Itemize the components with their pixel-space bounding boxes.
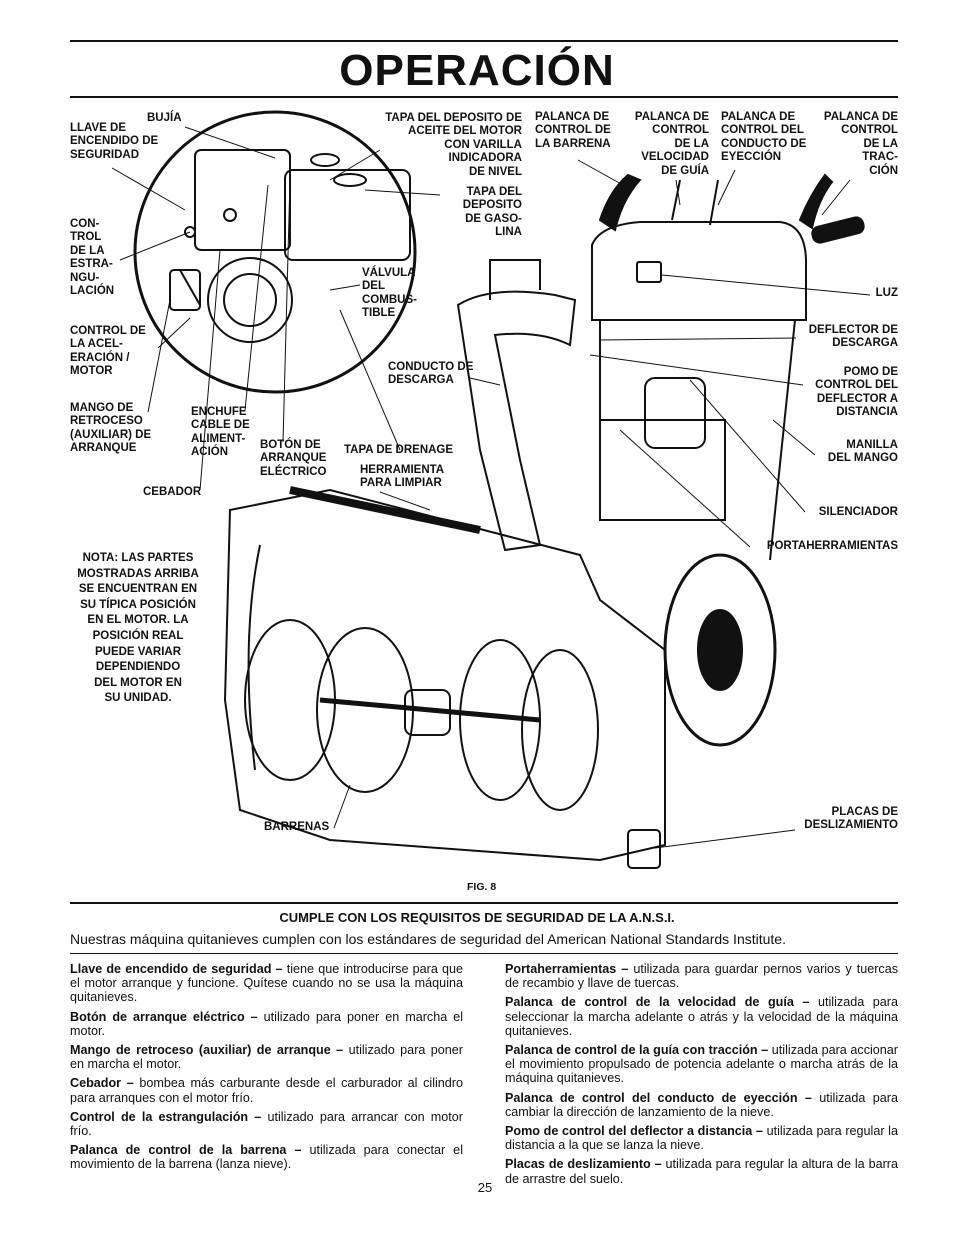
definitions-left-column: Llave de encendido de seguridad – tiene …	[70, 962, 463, 1177]
definition-term: Cebador –	[70, 1076, 134, 1091]
discharge-chute-shape	[456, 290, 577, 552]
label-nota: NOTA: LAS PARTES MOSTRADAS ARRIBA SE ENC…	[77, 552, 199, 705]
label-manilla-mango: MANILLA DEL MANGO	[827, 439, 898, 465]
definition-text: utilizada para regular la altura de la b…	[505, 1157, 898, 1186]
definition-term: Placas de deslizamiento –	[505, 1157, 662, 1172]
definition-text: bombea más carburante desde el carburado…	[70, 1076, 463, 1105]
definition-term: Botón de arranque eléctrico –	[70, 1009, 258, 1024]
label-barrenas: BARRENAS	[264, 821, 330, 833]
definition-item: Placas de deslizamiento – utilizada para…	[505, 1157, 898, 1185]
ansi-heading: CUMPLE CON LOS REQUISITOS DE SEGURIDAD D…	[279, 910, 675, 925]
figure-caption: FIG. 8	[467, 881, 497, 893]
top-rule	[70, 40, 898, 42]
label-palanca-traccion: PALANCA DE CONTROL DE LA TRAC- CIÓN	[823, 111, 898, 177]
label-placas-deslizamiento: PLACAS DE DESLIZAMIENTO	[804, 806, 898, 832]
label-enchufe-cable: ENCHUFE CABLE DE ALIMENT- ACIÓN	[191, 406, 250, 459]
label-llave-encendido: LLAVE DE ENCENDIDO DE SEGURIDAD	[70, 122, 159, 161]
ansi-text: Nuestras máquina quitanieves cumplen con…	[70, 931, 786, 947]
auger-housing	[223, 488, 666, 862]
definition-text: utilizada para seleccionar la marcha ade…	[505, 995, 898, 1038]
definition-term: Palanca de control del conducto de eyecc…	[505, 1090, 812, 1105]
definition-text: utilizado para poner en marcha el motor.	[70, 1043, 463, 1072]
definition-item: Portaherramientas – utilizada para guard…	[505, 962, 898, 990]
definition-item: Control de la estrangulación – utilizado…	[70, 1110, 463, 1138]
definition-text: utilizado para poner en marcha el motor.	[70, 1009, 463, 1038]
definition-text: utilizada para conectar el movimiento de…	[70, 1143, 463, 1172]
auger-right-2	[521, 649, 599, 811]
definition-term: Control de la estrangulación –	[70, 1109, 262, 1124]
definition-item: Palanca de control de la guía con tracci…	[505, 1043, 898, 1086]
label-herramienta-limpiar: HERRAMIENTA PARA LIMPIAR	[360, 464, 445, 490]
definitions-right-column: Portaherramientas – utilizada para guard…	[505, 962, 898, 1191]
label-tapa-drenaje: TAPA DE DRENAGE	[344, 444, 454, 456]
definition-term: Pomo de control del deflector a distanci…	[505, 1124, 763, 1139]
label-bujia: BUJÍA	[147, 112, 182, 124]
definition-term: Palanca de control de la barrena –	[70, 1143, 302, 1158]
label-cebador: CEBADOR	[143, 486, 202, 498]
label-valvula-combustible: VÁLVULA DEL COMBUS- TIBLE	[362, 267, 417, 320]
definition-text: tiene que introducirse para que el motor…	[70, 962, 463, 1005]
figure-rule	[70, 902, 898, 904]
definition-item: Botón de arranque eléctrico – utilizado …	[70, 1010, 463, 1038]
definition-term: Palanca de control de la velocidad de gu…	[505, 995, 810, 1010]
definition-item: Palanca de control del conducto de eyecc…	[505, 1091, 898, 1119]
definition-term: Llave de encendido de seguridad –	[70, 962, 283, 976]
label-luz: LUZ	[875, 287, 898, 299]
auger-left-2	[316, 627, 414, 793]
definition-term: Mango de retroceso (auxiliar) de arranqu…	[70, 1043, 344, 1058]
definition-text: utilizada para regular la distancia a la…	[505, 1124, 898, 1153]
label-control-aceleracion: CONTROL DE LA ACEL- ERACIÓN / MOTOR	[70, 325, 146, 378]
skid-plate	[627, 829, 661, 869]
label-tapa-aceite: TAPA DEL DEPOSITO DE ACEITE DEL MOTOR CO…	[385, 112, 522, 178]
label-tapa-gasolina: TAPA DEL DEPOSITO DE GASO- LINA	[462, 186, 522, 239]
definition-term: Portaherramientas –	[505, 962, 629, 976]
label-conducto-descarga: CONDUCTO DE DESCARGA	[388, 361, 474, 387]
definition-text: utilizada para guardar pernos varios y t…	[505, 962, 899, 991]
definition-term: Palanca de control de la guía con tracci…	[505, 1043, 769, 1058]
label-pomo-deflector: POMO DE CONTROL DEL DEFLECTOR A DISTANCI…	[815, 366, 898, 419]
label-deflector-descarga: DEFLECTOR DE DESCARGA	[808, 324, 898, 350]
definition-text: utilizado para arrancar con motor frío.	[70, 1109, 463, 1139]
definition-item: Llave de encendido de seguridad – tiene …	[70, 962, 463, 1005]
definition-item: Mango de retroceso (auxiliar) de arranqu…	[70, 1043, 463, 1071]
label-boton-arranque: BOTÓN DE ARRANQUE ELÉCTRICO	[260, 439, 327, 478]
label-mango-retroceso: MANGO DE RETROCESO (AUXILIAR) DE ARRANQU…	[70, 402, 152, 455]
label-palanca-velocidad: PALANCA DE CONTROL DE LA VELOCIDAD DE GU…	[634, 111, 709, 177]
label-portaherramientas: PORTAHERRAMIENTAS	[766, 540, 898, 552]
leader-lines	[111, 126, 871, 849]
definition-item: Palanca de control de la barrena – utili…	[70, 1143, 463, 1171]
label-silenciador: SILENCIADOR	[818, 506, 898, 518]
label-palanca-conducto: PALANCA DE CONTROL DEL CONDUCTO DE EYECC…	[721, 111, 807, 164]
definition-item: Pomo de control del deflector a distanci…	[505, 1124, 898, 1152]
definition-text: utilizada para cambiar la dirección de l…	[505, 1090, 898, 1119]
definition-item: Cebador – bombea más carburante desde el…	[70, 1076, 463, 1104]
page-number: 25	[477, 1180, 493, 1195]
label-control-estrangulacion: CON- TROL DE LA ESTRA- NGU- LACIÓN	[70, 218, 115, 298]
definition-text: utilizada para accionar el movimiento pr…	[505, 1043, 898, 1086]
ansi-rule	[70, 953, 898, 954]
snowthrower-diagram	[111, 110, 871, 869]
label-palanca-barrena: PALANCA DE CONTROL DE LA BARRENA	[535, 111, 611, 150]
definition-item: Palanca de control de la velocidad de gu…	[505, 995, 898, 1038]
engine-detail-circle	[133, 110, 417, 394]
page-title: OPERACIÓN	[339, 46, 615, 95]
title-rule	[70, 96, 898, 98]
